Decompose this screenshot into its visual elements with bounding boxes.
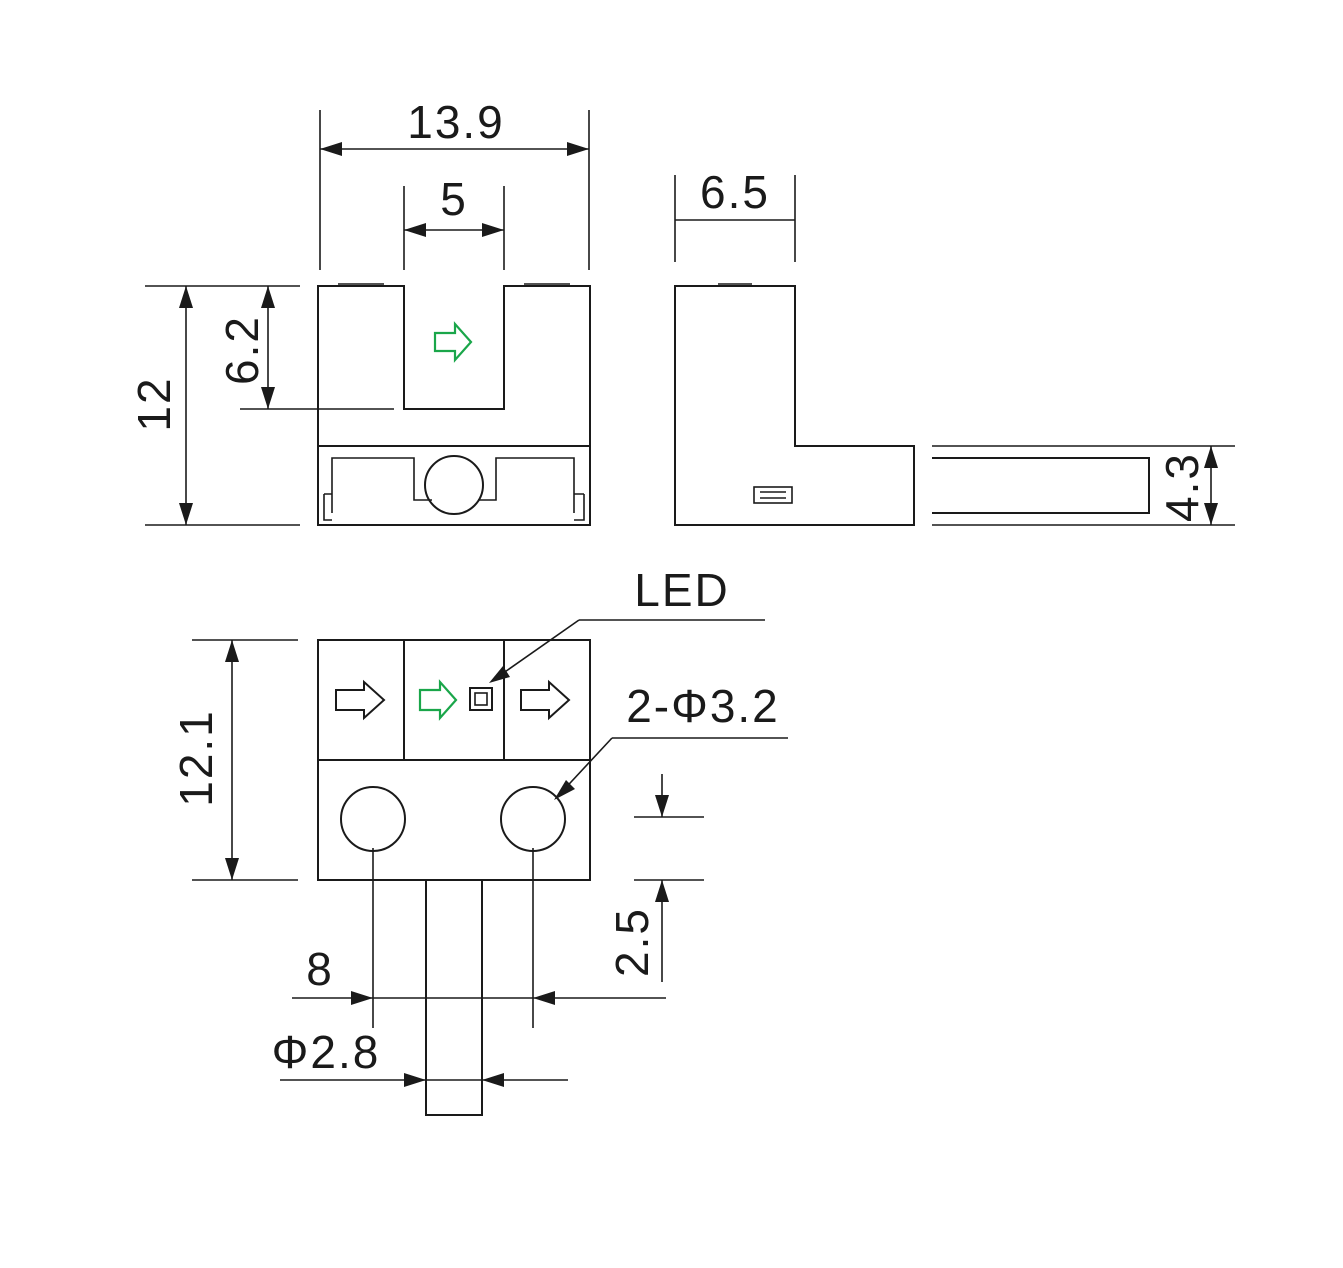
- dim-arrow-8-left: [351, 991, 373, 1005]
- front-view: 13.9 5 12 6.2: [128, 96, 591, 526]
- front-green-arrow-icon: [433, 321, 473, 363]
- bottom-green-arrow-icon: [418, 679, 458, 721]
- dim-label-depth: 6.5: [700, 166, 770, 218]
- bottom-right-arrow-icon: [520, 679, 571, 721]
- bottom-view: LED 2-Φ3.2 12.1 2.5 8 Φ2.8: [170, 564, 788, 1116]
- dim-arrow-5-left: [404, 223, 426, 237]
- dim-label-slot-width: 5: [440, 173, 468, 225]
- hole-label: 2-Φ3.2: [626, 680, 780, 732]
- led-leader-diag: [491, 619, 580, 682]
- dim-label-cable-diameter: Φ2.8: [272, 1026, 381, 1078]
- dim-label-hole-pitch: 8: [306, 943, 334, 995]
- dim-label-slot-depth: 6.2: [216, 315, 268, 385]
- dim-label-hole-offset: 2.5: [606, 907, 658, 977]
- hole-leader-arrow: [554, 780, 575, 800]
- dim-arrow-12-top: [179, 286, 193, 308]
- front-base-detail: [331, 457, 575, 513]
- bottom-left-arrow-icon: [335, 679, 386, 721]
- dim-arrow-12-bottom: [179, 503, 193, 525]
- dim-arrow-13-9-right: [567, 142, 589, 156]
- dim-arrow-6-2-top: [261, 286, 275, 308]
- dim-arrow-2-5-bottom: [655, 880, 669, 902]
- mount-hole-left: [340, 786, 406, 852]
- dim-label-width: 13.9: [407, 96, 505, 148]
- dim-label-cable-height: 4.3: [1156, 452, 1208, 522]
- dim-arrow-2-8-left: [404, 1073, 426, 1087]
- dim-arrow-4-3-top: [1204, 446, 1218, 468]
- led-leader-arrow: [489, 666, 510, 683]
- dim-arrow-12-1-bottom: [225, 858, 239, 880]
- dim-arrow-2-8-right: [482, 1073, 504, 1087]
- dim-arrow-4-3-bottom: [1204, 503, 1218, 525]
- led-label: LED: [634, 564, 729, 616]
- front-lens-circle: [424, 455, 484, 515]
- dim-arrow-8-right: [533, 991, 555, 1005]
- led-indicator-inner: [474, 692, 488, 706]
- dim-arrow-13-9-left: [320, 142, 342, 156]
- dim-arrow-12-1-top: [225, 640, 239, 662]
- dim-arrow-5-right: [482, 223, 504, 237]
- side-cable: [932, 457, 1150, 514]
- side-body-outline: [674, 285, 915, 526]
- front-base-clip-left: [323, 493, 332, 521]
- side-connector-detail: [753, 486, 793, 504]
- front-base-clip-right: [574, 493, 585, 521]
- dim-arrow-2-5-top: [655, 795, 669, 817]
- dim-label-height: 12: [128, 376, 180, 431]
- front-body-outline: [317, 285, 591, 526]
- side-view: 6.5 4.3: [674, 166, 1235, 526]
- dim-arrow-6-2-bottom: [261, 387, 275, 409]
- led-indicator: [469, 687, 493, 711]
- dim-label-bottom-height: 12.1: [170, 709, 222, 807]
- mount-hole-right: [500, 786, 566, 852]
